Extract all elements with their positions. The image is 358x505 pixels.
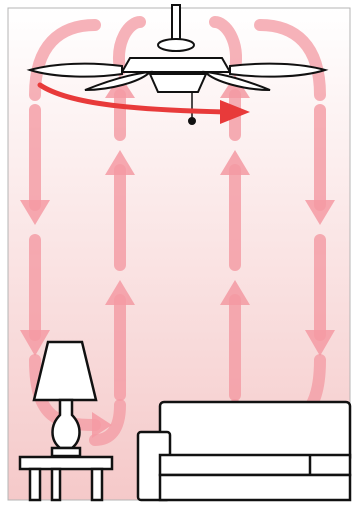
floor-left-head — [92, 412, 112, 438]
fan-motor-housing — [120, 57, 232, 73]
sofa-base — [158, 473, 352, 502]
pull-chain-knob — [188, 117, 196, 125]
left-loop — [29, 19, 101, 101]
up-right-head-2 — [220, 280, 250, 305]
fan-blade-front-right — [202, 70, 271, 91]
downward-airflow-arrows — [29, 104, 326, 341]
right-loop — [254, 19, 326, 101]
floor-left-curve — [29, 354, 101, 431]
up-left-head-2 — [105, 280, 135, 305]
mid-right-curl — [209, 16, 242, 76]
up-right-head-1 — [220, 150, 250, 175]
table-lamp — [32, 340, 98, 458]
fan-rotation-arrow — [37, 82, 250, 124]
lamp-shade — [32, 340, 98, 402]
ceiling-airflow-curves — [29, 16, 326, 101]
table-top — [18, 455, 114, 471]
down-left-head-1 — [20, 200, 50, 225]
fan-downrod — [171, 4, 181, 44]
side-table — [18, 455, 114, 502]
down-right-head-1 — [305, 200, 335, 225]
fan-blade-front-left — [84, 70, 153, 91]
fan-canopy — [157, 38, 195, 52]
sofa-back — [158, 400, 352, 464]
fan-blade-right — [229, 62, 329, 78]
ceiling-fan — [26, 4, 329, 125]
mid-left-curl — [113, 16, 146, 76]
downward-arrowheads — [20, 200, 335, 356]
down-right-head-2 — [305, 330, 335, 356]
down-left-head-2 — [20, 330, 50, 356]
table-leg-left — [28, 467, 42, 502]
sofa-seat — [158, 453, 352, 477]
lamp-foot — [50, 446, 82, 458]
floor-mid-left — [89, 399, 126, 446]
fan-light-housing — [148, 73, 208, 93]
table-leg-mid — [50, 467, 62, 502]
sofa — [136, 400, 352, 502]
up-left-head-1 — [105, 150, 135, 175]
table-leg-right — [90, 467, 104, 502]
fan-blade-left — [26, 62, 123, 78]
